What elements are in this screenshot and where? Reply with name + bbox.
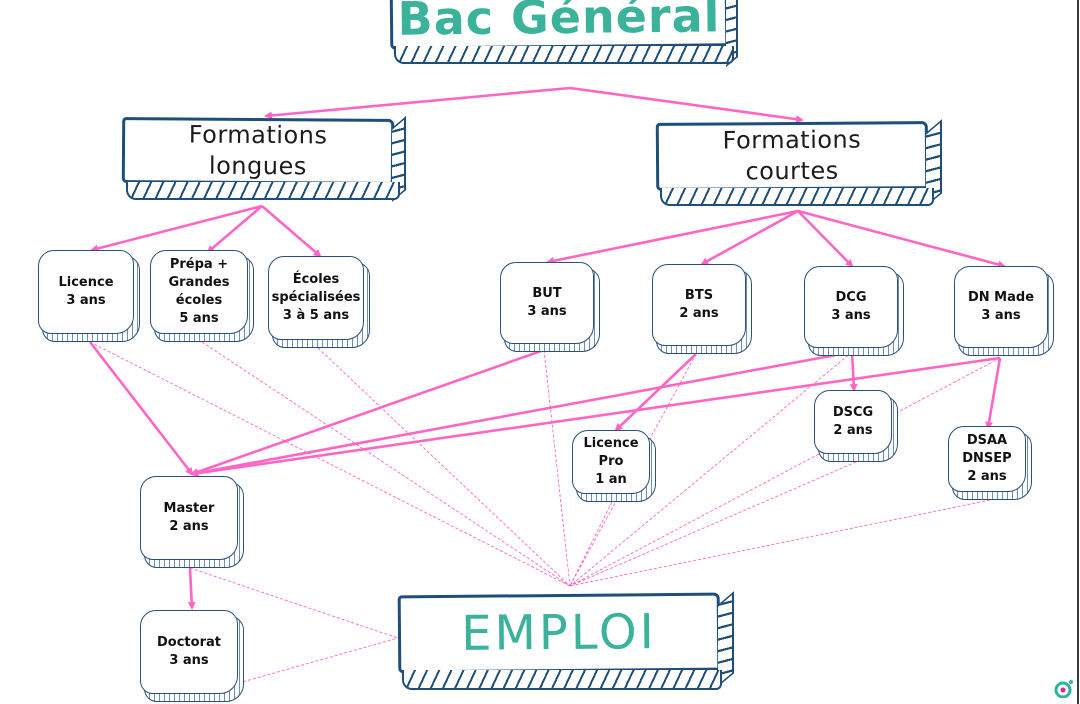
node-doctorat: Doctorat 3 ans (140, 610, 244, 702)
node-ecoles-specialisees: Écoles spécialisées 3 à 5 ans (268, 256, 370, 348)
node-dcg-label: DCG 3 ans (831, 290, 871, 323)
node-master-label: Master 2 ans (163, 501, 215, 534)
node-licence-label: Licence 3 ans (58, 275, 114, 308)
node-dscg: DSCG 2 ans (814, 390, 898, 462)
node-dsaa-label: DSAA DNSEP 2 ans (962, 433, 1012, 484)
node-licence-pro: Licence Pro 1 an (572, 430, 656, 502)
arrow-dnmade-to-master (190, 356, 1001, 478)
bac-general-box: Bac Général (389, 0, 740, 78)
dashed-link-dcg-to-emploi (569, 351, 853, 587)
arrow-dcg-to-dscg (849, 351, 858, 392)
emploi-box: EMPLOI (397, 591, 738, 694)
node-bts: BTS 2 ans (652, 264, 752, 354)
bac-general-title: Bac Général (397, 0, 721, 46)
node-bts-label: BTS 2 ans (679, 288, 719, 321)
dashed-link-doctorat-to-emploi (199, 637, 399, 695)
node-doctorat-label: Doctorat 3 ans (157, 635, 221, 668)
dashed-link-dscg-to-emploi (569, 461, 857, 587)
dashed-link-ecoles-to-emploi (317, 347, 571, 587)
dashed-link-master-to-emploi (189, 567, 399, 639)
node-licence-pro-label: Licence Pro 1 an (583, 436, 639, 487)
arrow-bac-to-long (264, 86, 571, 120)
node-dn-made: DN Made 3 ans (954, 266, 1054, 356)
arrow-short-to-bts (700, 209, 799, 266)
arrow-dcg-to-master (190, 350, 853, 477)
dashed-link-licence_pro-to-emploi (569, 501, 613, 587)
node-dnmade-label: DN Made 3 ans (967, 290, 1035, 323)
arrow-short-to-dnmade (797, 209, 1006, 269)
arrow-licence-to-master (88, 341, 194, 476)
node-but: BUT 3 ans (500, 262, 600, 352)
dashed-link-prepa-to-emploi (201, 341, 571, 587)
node-dsaa-dnsep: DSAA DNSEP 2 ans (948, 426, 1032, 500)
node-but-label: BUT 3 ans (527, 286, 567, 319)
node-prepa-label: Prépa + Grandes écoles 5 ans (168, 257, 230, 326)
dashed-link-but-to-emploi (543, 349, 571, 587)
node-prepa-grandes-ecoles: Prépa + Grandes écoles 5 ans (150, 250, 254, 342)
brand-logo-icon (1054, 680, 1073, 698)
emploi-label: EMPLOI (460, 604, 658, 662)
arrow-long-to-ecoles (261, 205, 322, 258)
dashed-link-dsaa-to-emploi (569, 499, 991, 587)
node-dscg-label: DSCG 2 ans (832, 405, 874, 438)
arrow-dnmade-to-dsaa (985, 357, 1002, 430)
node-licence: Licence 3 ans (38, 250, 140, 342)
dashed-link-dnmade-to-emploi (569, 357, 1001, 587)
arrow-short-to-dcg (797, 210, 854, 268)
formations-courtes-label: Formations courtes (722, 125, 862, 186)
arrow-bts-to-licence_pro (614, 353, 697, 432)
page-edge-border (1077, 0, 1079, 704)
arrow-but-to-master (190, 348, 545, 476)
node-dcg: DCG 3 ans (804, 266, 904, 356)
formations-longues-label: Formations longues (188, 120, 328, 181)
formations-longues-box: Formations longues (121, 116, 410, 204)
arrow-master-to-doctorat (187, 567, 196, 610)
arrow-long-to-licence (90, 204, 263, 253)
node-ecoles-label: Écoles spécialisées 3 à 5 ans (271, 272, 361, 323)
arrow-bac-to-short (569, 86, 804, 124)
arrow-long-to-prepa (206, 205, 263, 254)
arrow-short-to-but (546, 209, 799, 265)
formations-courtes-box: Formations courtes (655, 119, 946, 208)
node-master: Master 2 ans (140, 476, 244, 568)
